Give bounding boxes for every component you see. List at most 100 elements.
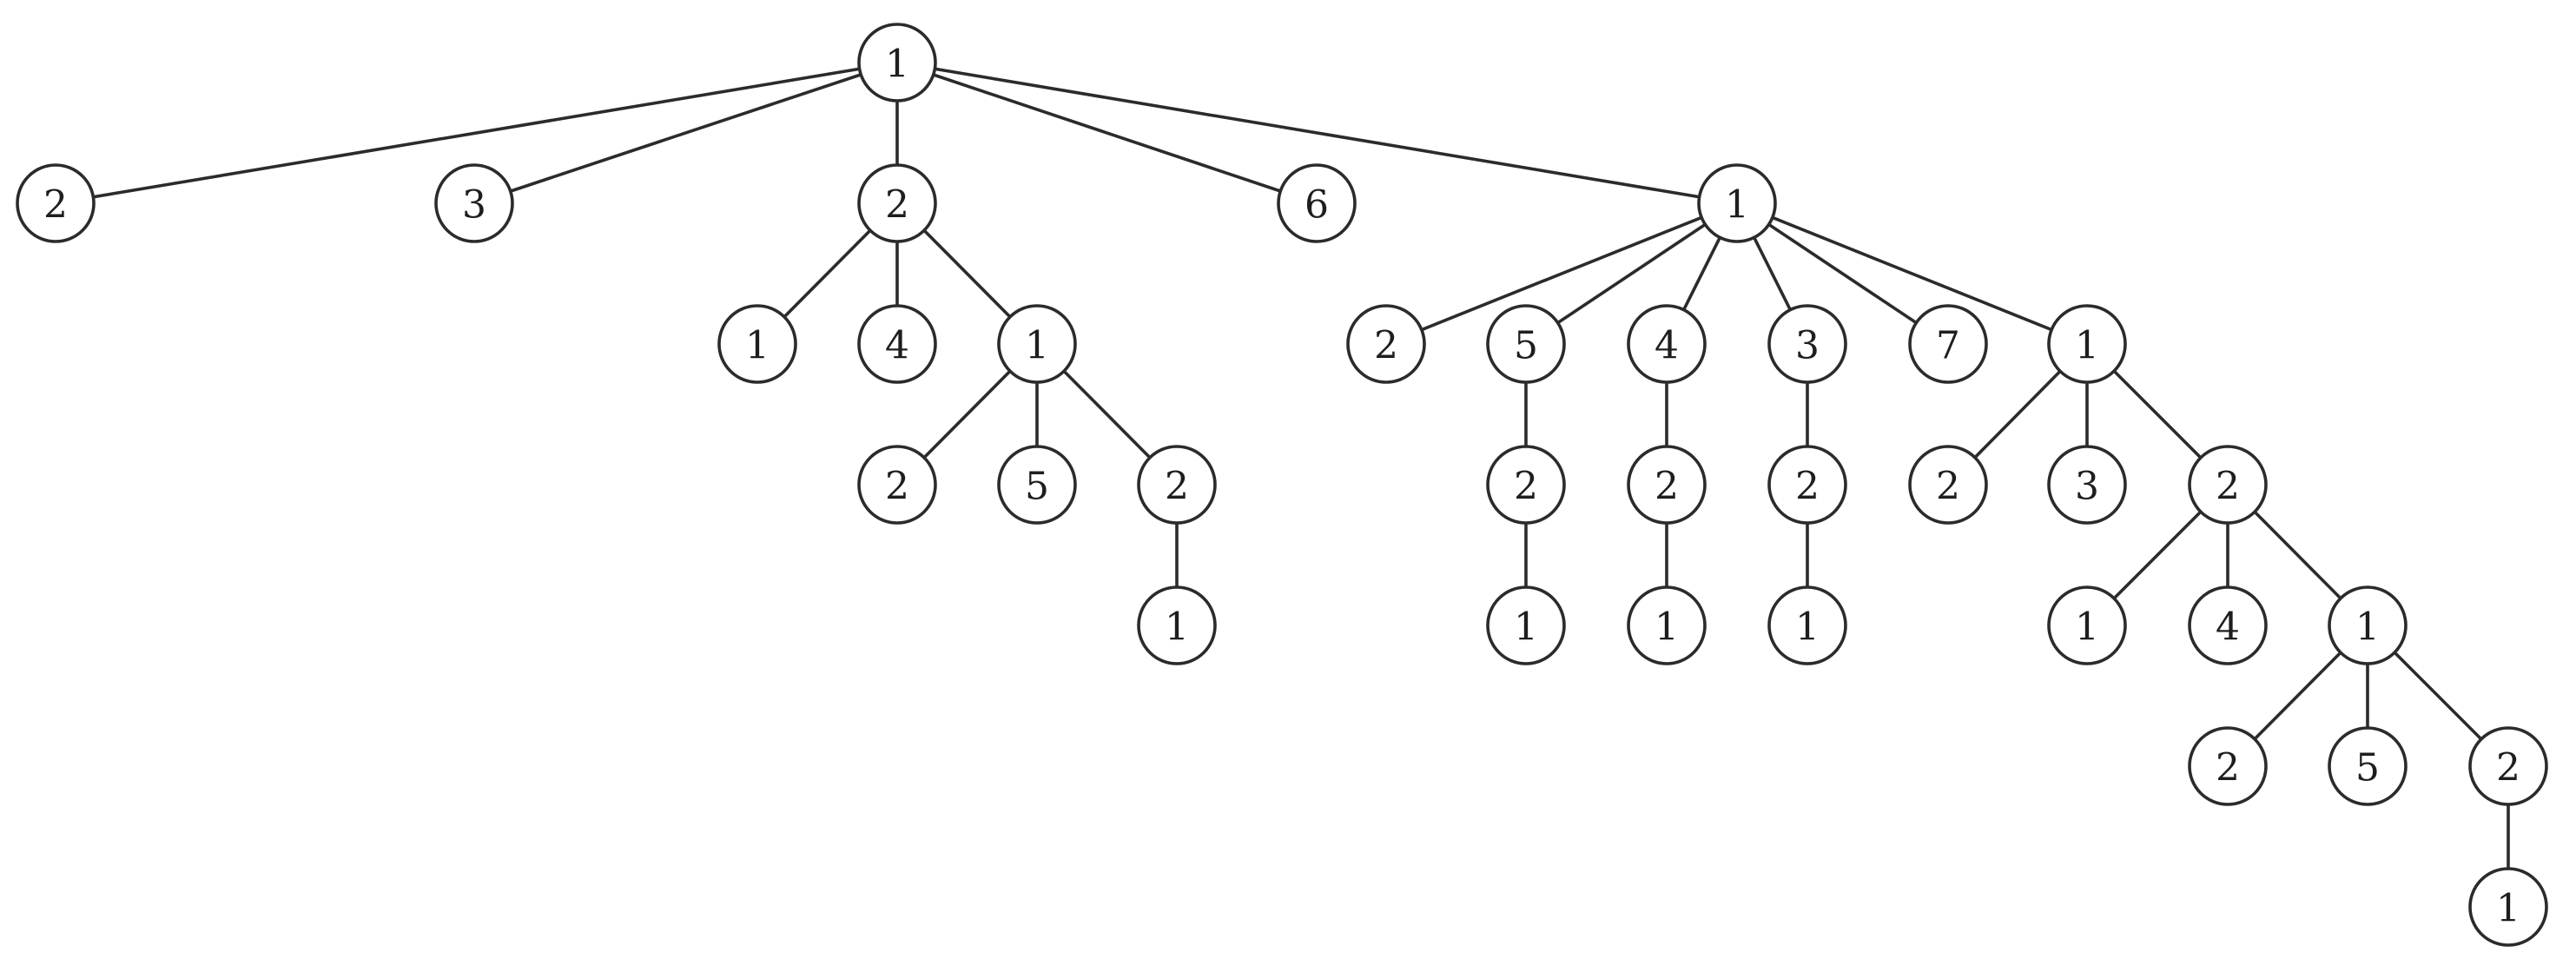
node-label: 1 (2075, 324, 2099, 368)
node-circle (1767, 445, 1847, 525)
tree-node: 1 (1627, 585, 1707, 665)
node-circle (2188, 445, 2268, 525)
node-circle (1277, 163, 1357, 243)
node-label: 6 (1305, 183, 1329, 228)
tree-node: 1 (1697, 163, 1777, 243)
node-circle (997, 445, 1077, 525)
tree-node: 2 (1627, 445, 1707, 525)
node-circle (1137, 585, 1217, 665)
node-circle (1627, 304, 1707, 384)
tree-node: 2 (16, 163, 96, 243)
node-label: 1 (1795, 605, 1820, 650)
node-circle (1486, 585, 1566, 665)
node-label: 4 (2216, 605, 2240, 650)
node-circle (1908, 445, 1988, 525)
node-circle (1137, 445, 1217, 525)
tree-edge (1384, 202, 1739, 346)
node-circle (2047, 445, 2127, 525)
tree-node: 2 (2188, 726, 2268, 806)
node-label: 2 (2216, 465, 2240, 509)
node-label: 5 (1514, 324, 1538, 368)
node-label: 2 (885, 183, 909, 228)
node-label: 2 (1655, 465, 1679, 509)
tree-node: 2 (2188, 445, 2268, 525)
node-label: 2 (1165, 465, 1189, 509)
tree-node: 2 (857, 163, 937, 243)
tree-edge (895, 61, 1739, 205)
tree-edge (472, 61, 899, 205)
node-circle (2047, 304, 2127, 384)
node-circle (1486, 304, 1566, 384)
node-label: 5 (2355, 746, 2380, 790)
tree-node: 2 (1137, 445, 1217, 525)
tree-node: 2 (1767, 445, 1847, 525)
node-label: 1 (2355, 605, 2380, 650)
tree-edge (1524, 202, 1739, 346)
tree-node: 2 (1486, 445, 1566, 525)
tree-node: 5 (997, 445, 1077, 525)
tree-node: 1 (857, 23, 937, 103)
node-circle (1908, 304, 1988, 384)
node-label: 3 (462, 183, 486, 228)
tree-node: 1 (1486, 585, 1566, 665)
node-label: 1 (1725, 183, 1749, 228)
node-label: 2 (1936, 465, 1960, 509)
node-label: 1 (745, 324, 769, 368)
node-circle (2188, 585, 2268, 665)
node-label: 4 (1655, 324, 1679, 368)
tree-node: 2 (857, 445, 937, 525)
tree-node: 2 (1908, 445, 1988, 525)
node-circle (2188, 726, 2268, 806)
tree-node: 4 (857, 304, 937, 384)
tree-node: 1 (1137, 585, 1217, 665)
tree-node: 2 (1346, 304, 1426, 384)
node-circle (717, 304, 797, 384)
node-circle (997, 304, 1077, 384)
node-label: 2 (1374, 324, 1398, 368)
node-circle (2047, 585, 2127, 665)
tree-node: 5 (1486, 304, 1566, 384)
node-circle (2468, 726, 2548, 806)
node-circle (1697, 163, 1777, 243)
tree-node: 7 (1908, 304, 1988, 384)
tree-node: 1 (2328, 585, 2408, 665)
node-circle (857, 304, 937, 384)
node-label: 1 (885, 43, 909, 87)
tree-edge (54, 61, 899, 205)
node-circle (1486, 445, 1566, 525)
node-label: 2 (2496, 746, 2520, 790)
node-circle (1627, 585, 1707, 665)
tree-node: 4 (1627, 304, 1707, 384)
node-label: 1 (1514, 605, 1538, 650)
tree-node: 4 (2188, 585, 2268, 665)
node-circle (1767, 304, 1847, 384)
node-circle (16, 163, 96, 243)
node-label: 1 (1025, 324, 1049, 368)
node-label: 1 (1655, 605, 1679, 650)
tree-edge (1735, 202, 1950, 346)
tree-edge (1735, 202, 2089, 346)
tree-node: 2 (2468, 726, 2548, 806)
node-circle (857, 23, 937, 103)
node-circle (857, 163, 937, 243)
tree-node: 1 (717, 304, 797, 384)
node-label: 1 (2496, 887, 2520, 931)
tree-node: 1 (2047, 585, 2127, 665)
tree-node: 3 (2047, 445, 2127, 525)
node-circle (434, 163, 514, 243)
node-circle (2328, 726, 2408, 806)
node-circle (1346, 304, 1426, 384)
node-label: 1 (1165, 605, 1189, 650)
tree-node: 3 (434, 163, 514, 243)
tree-node: 1 (1767, 585, 1847, 665)
node-circle (1767, 585, 1847, 665)
node-circle (857, 445, 937, 525)
tree-node: 3 (1767, 304, 1847, 384)
node-circle (2468, 867, 2548, 947)
node-label: 2 (1514, 465, 1538, 509)
tree-node: 1 (997, 304, 1077, 384)
node-label: 3 (2075, 465, 2099, 509)
node-label: 2 (2216, 746, 2240, 790)
